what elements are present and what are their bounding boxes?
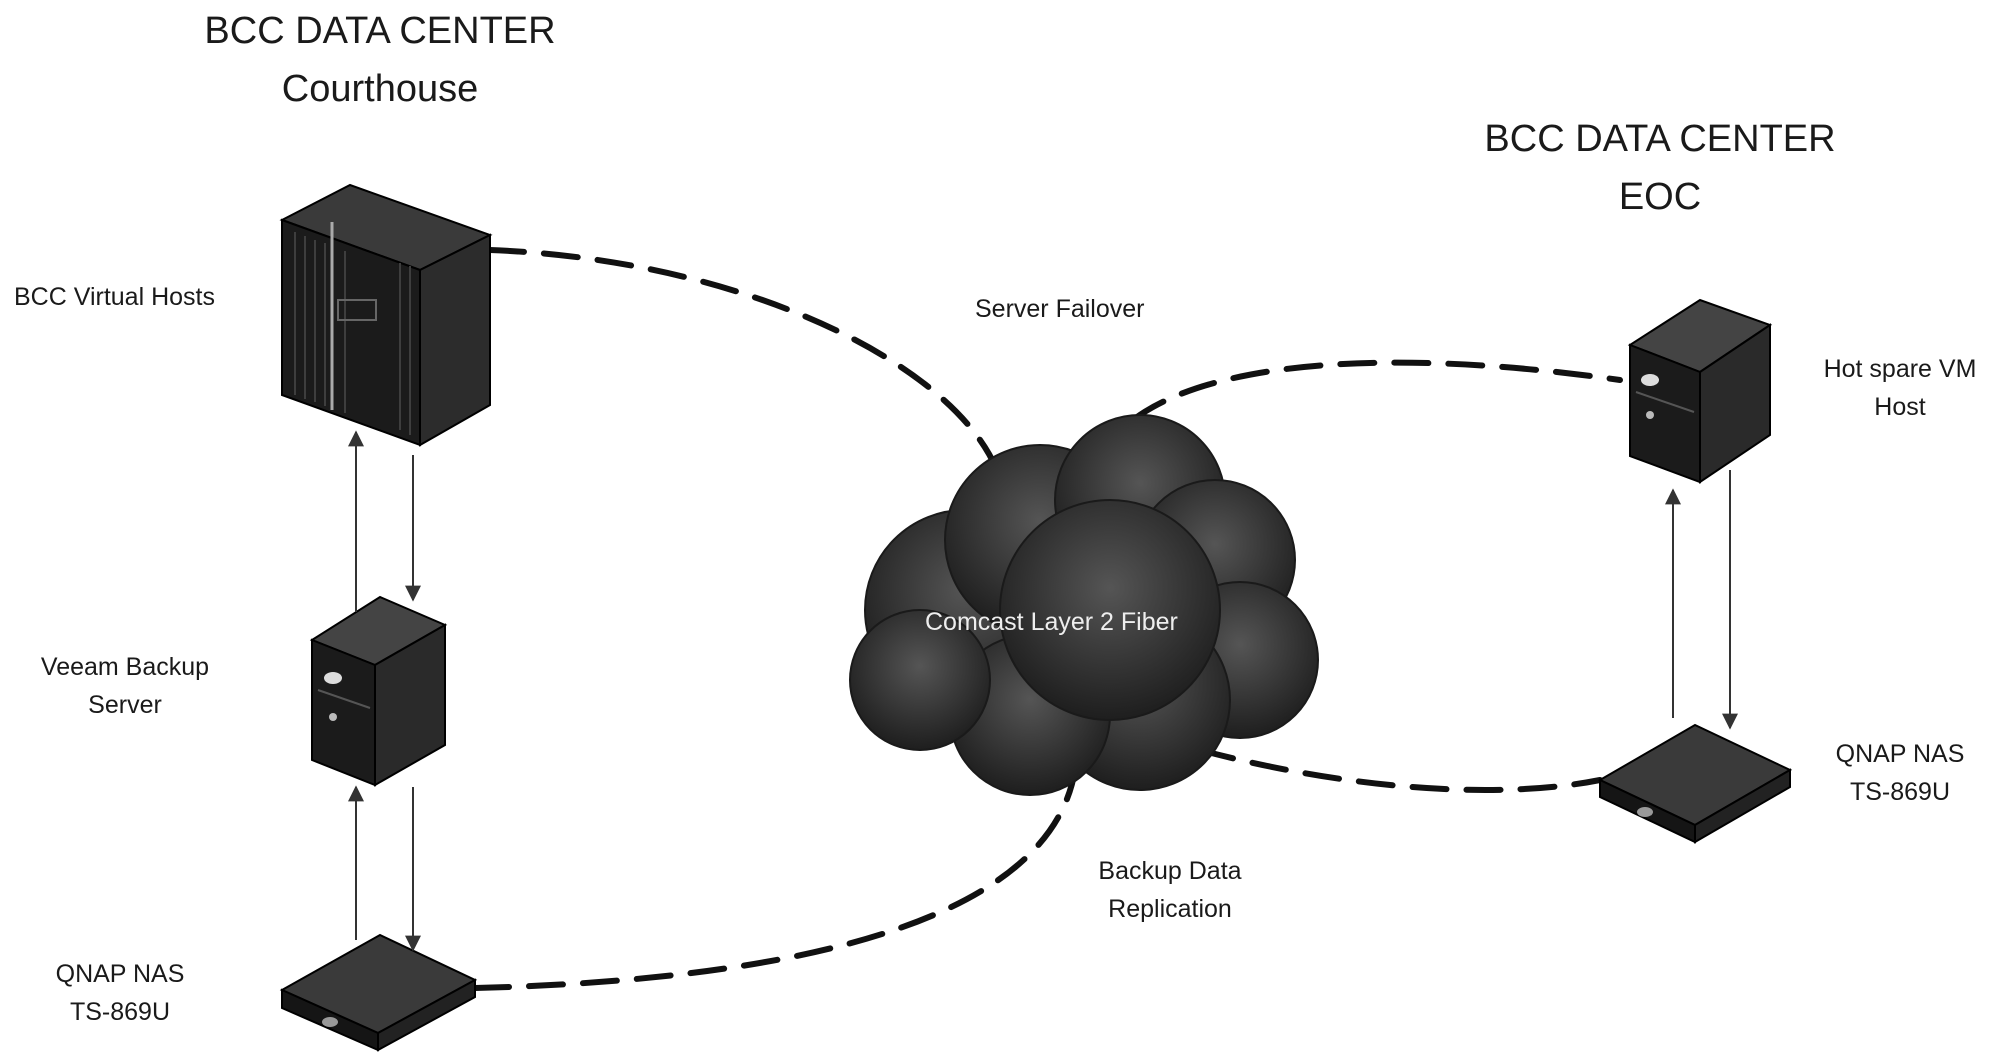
label-line1: Veeam Backup: [40, 653, 210, 681]
server-rack-icon: [279, 183, 493, 447]
label-line1: Backup Data: [1098, 857, 1242, 885]
site-title-line1: BCC DATA CENTER: [204, 10, 556, 52]
label-line1: QNAP NAS: [1835, 740, 1965, 768]
label-line2: Replication: [1108, 895, 1232, 923]
label-qnap-right: QNAP NAS TS-869U: [1800, 735, 2000, 811]
label-veeam-backup-server: Veeam Backup Server: [10, 648, 240, 724]
site-title-line2: EOC: [1618, 176, 1702, 218]
cloud-icon: [849, 414, 1319, 796]
backup-replication-line-right: [1197, 747, 1603, 793]
tower-server-icon-veeam: [309, 595, 448, 787]
label-qnap-left: QNAP NAS TS-869U: [20, 955, 220, 1031]
label-line1: QNAP NAS: [55, 960, 185, 988]
site-title-line1: BCC DATA CENTER: [1484, 118, 1836, 160]
label-hot-spare: Hot spare VM Host: [1790, 350, 2010, 426]
site-title-line2: Courthouse: [281, 68, 479, 110]
server-failover-line-right: [1097, 359, 1623, 463]
label-comcast-fiber: Comcast Layer 2 Fiber: [925, 608, 1178, 636]
label-line1: Hot spare VM: [1823, 355, 1977, 383]
label-line2: Server: [88, 691, 162, 719]
nas-appliance-icon-left: [279, 933, 478, 1052]
tower-server-icon-hot-spare: [1627, 298, 1773, 484]
site-title-courthouse: BCC DATA CENTER Courthouse: [160, 2, 600, 118]
connection-lines: [472, 247, 1623, 991]
label-server-failover: Server Failover: [975, 295, 1145, 323]
server-failover-line-left: [487, 247, 1008, 503]
label-line2: TS-869U: [1849, 778, 1951, 806]
site-title-eoc: BCC DATA CENTER EOC: [1440, 110, 1880, 226]
label-line2: Host: [1874, 393, 1926, 421]
label-line2: TS-869U: [69, 998, 171, 1026]
label-backup-replication: Backup Data Replication: [1050, 852, 1290, 928]
label-virtual-hosts: BCC Virtual Hosts: [14, 283, 215, 311]
nas-appliance-icon-right: [1597, 723, 1793, 844]
flow-arrows: [348, 430, 1738, 952]
backup-replication-line-left: [472, 767, 1078, 991]
